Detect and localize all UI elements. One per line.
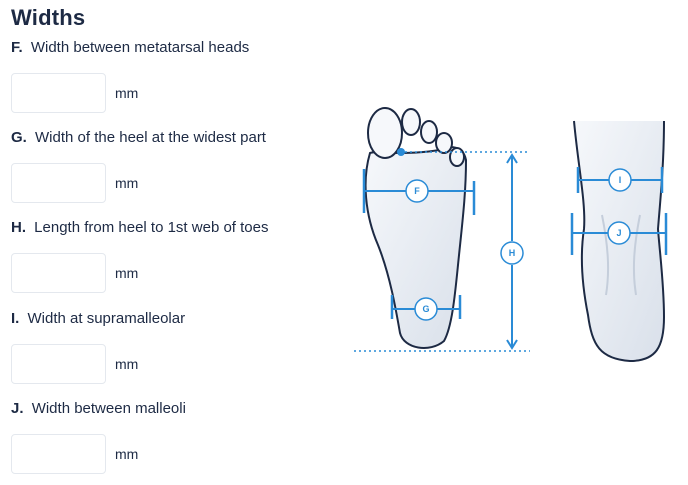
field-g: G. Width of the heel at the widest part …	[11, 128, 331, 204]
h-measure: H	[500, 153, 524, 350]
width-supramalleolar-input[interactable]	[11, 344, 106, 384]
unit-label: mm	[115, 446, 139, 462]
toe-2	[401, 108, 421, 136]
field-i-text: Width at supramalleolar	[27, 310, 186, 327]
field-i-letter: I.	[11, 310, 20, 327]
field-g-text: Width of the heel at the widest part	[35, 129, 266, 146]
h-marker-label: H	[509, 248, 516, 258]
f-measure: F	[362, 169, 476, 215]
j-measure: J	[570, 213, 668, 255]
i-measure: I	[576, 167, 664, 193]
f-marker-label: F	[414, 186, 420, 196]
field-f-text: Width between metatarsal heads	[30, 39, 250, 56]
toe-5	[449, 147, 465, 167]
unit-label: mm	[115, 265, 139, 281]
unit-label: mm	[115, 356, 139, 372]
j-marker-label: J	[616, 228, 621, 238]
h-marker	[500, 241, 524, 265]
big-toe	[367, 107, 403, 159]
field-f: F. Width between metatarsal heads mm	[11, 38, 331, 114]
length-heel-to-web-input[interactable]	[11, 253, 106, 293]
width-malleoli-input[interactable]	[11, 434, 106, 474]
toe-4	[435, 132, 453, 154]
unit-label: mm	[115, 85, 139, 101]
unit-label: mm	[115, 175, 139, 191]
section-title: Widths	[11, 5, 86, 30]
i-marker-label: I	[619, 175, 622, 185]
width-metatarsal-input[interactable]	[11, 73, 106, 113]
j-marker	[607, 221, 631, 245]
field-g-letter: G.	[11, 129, 27, 146]
width-heel-input[interactable]	[11, 163, 106, 203]
g-marker	[414, 297, 438, 321]
h-arrow-down	[506, 339, 518, 350]
field-h-text: Length from heel to 1st web of toes	[34, 219, 269, 236]
field-j-letter: J.	[11, 400, 24, 417]
toe-3	[420, 120, 438, 144]
field-j-text: Width between malleoli	[31, 400, 186, 417]
f-marker	[405, 179, 429, 203]
g-measure: G	[390, 295, 462, 321]
g-marker-label: G	[422, 304, 429, 314]
i-marker	[608, 168, 632, 192]
field-h-letter: H.	[11, 219, 26, 236]
field-h-label: H. Length from heel to 1st web of toes	[11, 218, 331, 238]
field-i: I. Width at supramalleolar mm	[11, 309, 331, 385]
field-f-letter: F.	[11, 39, 23, 56]
field-f-label: F. Width between metatarsal heads	[11, 38, 331, 58]
field-i-label: I. Width at supramalleolar	[11, 309, 331, 329]
foot-measurement-diagram: F G H I J	[354, 107, 668, 363]
field-h: H. Length from heel to 1st web of toes m…	[11, 218, 331, 294]
field-j-label: J. Width between malleoli	[11, 399, 331, 419]
field-g-label: G. Width of the heel at the widest part	[11, 128, 331, 148]
field-j: J. Width between malleoli mm	[11, 399, 331, 475]
h-arrow-up	[506, 153, 518, 164]
